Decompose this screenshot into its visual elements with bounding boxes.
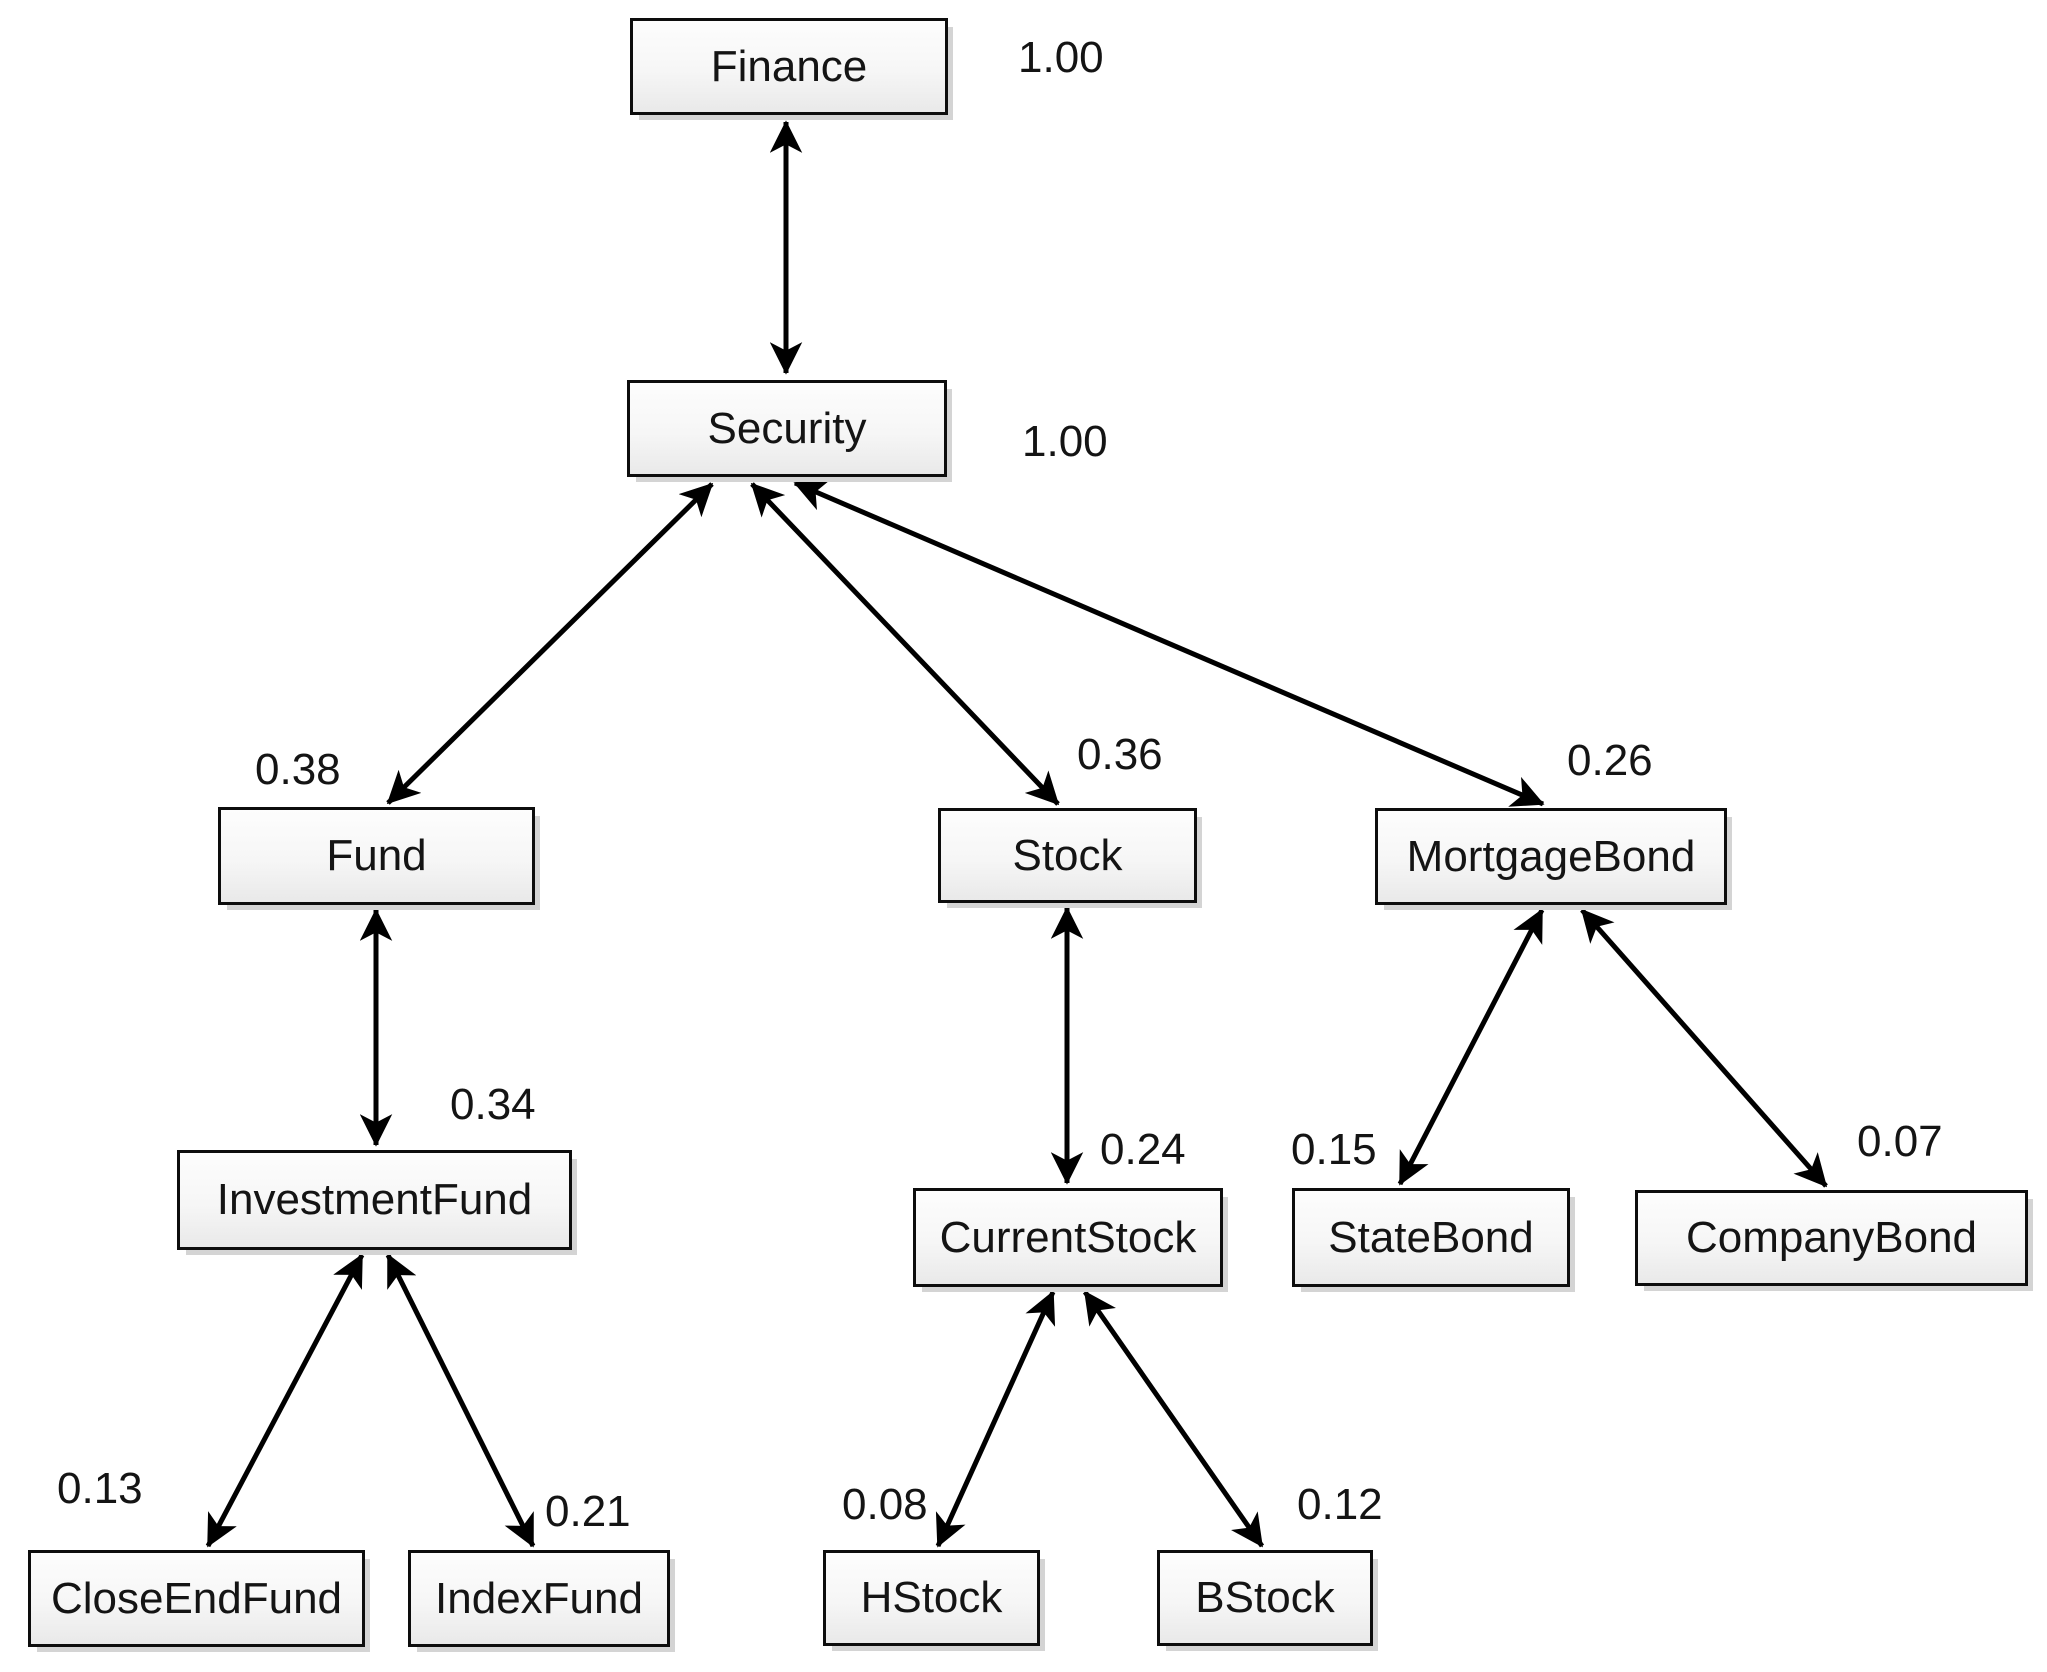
weight-security: 1.00 (1022, 417, 1108, 466)
weight-mortgagebond: 0.26 (1567, 736, 1653, 785)
edge-currentstock-bstock (1082, 1290, 1265, 1548)
edge-security-mortgagebond (793, 480, 1545, 807)
node-investmentfund: InvestmentFund (177, 1150, 572, 1250)
edge-investmentfund-indexfund (385, 1253, 536, 1548)
edge-mortgagebond-companybond (1580, 908, 1828, 1188)
weight-indexfund: 0.21 (545, 1487, 631, 1536)
node-finance: Finance (630, 18, 948, 115)
node-companybond: CompanyBond (1635, 1190, 2028, 1286)
node-currentstock: CurrentStock (913, 1188, 1223, 1287)
edge-currentstock-hstock (935, 1290, 1056, 1548)
weight-hstock: 0.08 (842, 1480, 928, 1529)
node-fund: Fund (218, 807, 535, 905)
edge-mortgagebond-statebond (1397, 908, 1545, 1186)
node-mortgagebond: MortgageBond (1375, 808, 1727, 905)
weight-stock: 0.36 (1077, 730, 1163, 779)
weight-investmentfund: 0.34 (450, 1080, 536, 1129)
node-closeendfund: CloseEndFund (28, 1550, 365, 1647)
weight-bstock: 0.12 (1297, 1480, 1383, 1529)
node-hstock: HStock (823, 1550, 1040, 1646)
node-security: Security (627, 380, 947, 477)
node-indexfund: IndexFund (408, 1550, 670, 1647)
weight-currentstock: 0.24 (1100, 1125, 1186, 1174)
weight-finance: 1.00 (1018, 33, 1104, 82)
node-stock: Stock (938, 808, 1197, 903)
edge-investmentfund-closeendfund (205, 1253, 365, 1548)
weight-fund: 0.38 (255, 745, 341, 794)
weight-statebond: 0.15 (1291, 1125, 1377, 1174)
node-bstock: BStock (1157, 1550, 1373, 1646)
node-statebond: StateBond (1292, 1188, 1570, 1287)
edge-security-fund (386, 482, 714, 805)
weight-closeendfund: 0.13 (57, 1464, 143, 1513)
weight-companybond: 0.07 (1857, 1117, 1943, 1166)
